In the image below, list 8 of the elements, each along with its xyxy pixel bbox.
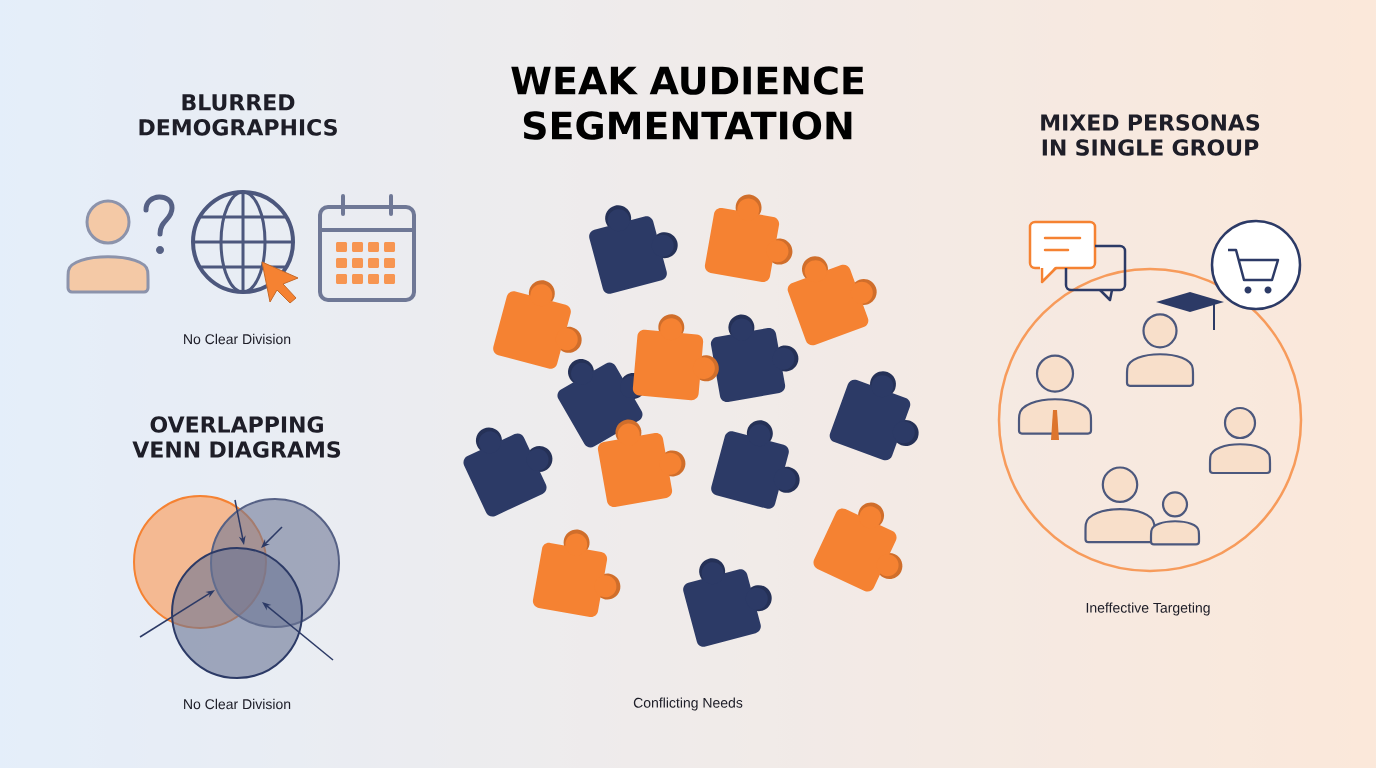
heading: BLURRED DEMOGRAPHICS bbox=[139, 94, 337, 136]
heading: MIXED PERSONAS IN SINGLE GROUP bbox=[1041, 114, 1260, 156]
caption: No Clear Division bbox=[184, 698, 291, 710]
heading: OVERLAPPING VENN DIAGRAMS bbox=[132, 416, 341, 458]
caption: Conflicting Needs bbox=[633, 697, 743, 711]
caption: No Clear Division bbox=[184, 333, 291, 345]
caption: Ineffective Targeting bbox=[1086, 602, 1210, 616]
title: WEAK AUDIENCE SEGMENTATION bbox=[511, 66, 864, 140]
